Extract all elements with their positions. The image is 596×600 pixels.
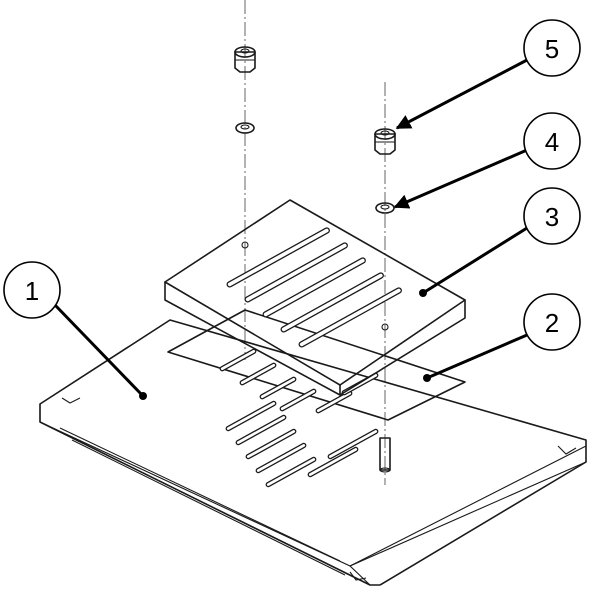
callout-3: 3: [523, 187, 581, 245]
callout-label-4: 4: [545, 127, 559, 157]
hole-left: [241, 241, 249, 249]
leader-dot-1: [139, 392, 147, 400]
washer-left: [235, 122, 255, 134]
callout-4: 4: [523, 112, 581, 170]
callout-1: 1: [3, 261, 61, 319]
leader-dot-3: [419, 289, 427, 297]
slotted-block: [164, 199, 466, 396]
callout-label-2: 2: [545, 308, 559, 338]
thin-sheet-slots: [219, 348, 379, 414]
leader-5: [395, 58, 528, 130]
callout-2: 2: [523, 293, 581, 351]
leader-3: [422, 226, 528, 295]
thin-sheet: [167, 309, 466, 421]
nut-right: [374, 128, 396, 155]
leader-1: [53, 303, 145, 398]
leader-2: [426, 333, 528, 380]
callout-label-1: 1: [25, 276, 39, 306]
callout-label-3: 3: [545, 202, 559, 232]
base-plate-stud: [379, 437, 391, 473]
callout-label-5: 5: [545, 34, 559, 64]
hole-right: [381, 323, 389, 331]
leader-4: [393, 148, 528, 209]
callout-5: 5: [523, 19, 581, 77]
nut-left: [234, 46, 256, 73]
washer-right: [375, 202, 395, 214]
leader-dot-2: [423, 374, 431, 382]
slotted-block-slots: [226, 227, 402, 348]
base-plate-slots: [225, 400, 379, 488]
leader-lines: [53, 58, 528, 400]
base-plate: [39, 319, 587, 586]
